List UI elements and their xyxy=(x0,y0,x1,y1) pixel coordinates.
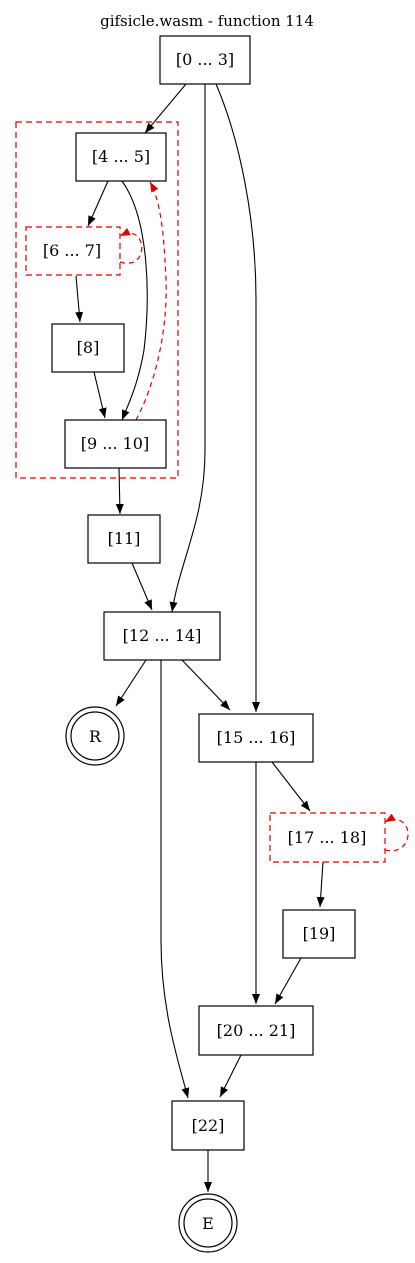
node-n6: [6 ... 7] xyxy=(25,226,121,276)
loop-cluster xyxy=(15,121,179,479)
node-n9: [9 ... 10] xyxy=(64,419,167,469)
node-label: [15 ... 16] xyxy=(217,728,296,747)
node-n8: [8] xyxy=(51,323,125,373)
node-label: [20 ... 21] xyxy=(217,1021,296,1040)
node-nE: E xyxy=(178,1193,238,1253)
node-label: [6 ... 7] xyxy=(43,241,101,260)
edge-n12-n15 xyxy=(181,659,231,711)
node-label: [11] xyxy=(108,529,141,548)
node-n20: [20 ... 21] xyxy=(198,1005,314,1056)
node-label: R xyxy=(89,727,102,746)
node-label: [9 ... 10] xyxy=(81,434,149,453)
node-label: [17 ... 18] xyxy=(288,828,367,847)
node-label: [19] xyxy=(303,924,336,943)
node-n4: [4 ... 5] xyxy=(75,132,167,182)
node-n17: [17 ... 18] xyxy=(269,812,386,863)
edge-n17-n17-loop xyxy=(384,813,409,852)
node-n22: [22] xyxy=(171,1100,245,1151)
node-label: E xyxy=(202,1214,214,1233)
node-n15: [15 ... 16] xyxy=(198,713,314,763)
edge-n4-n9 xyxy=(121,180,148,421)
node-label: [4 ... 5] xyxy=(92,147,150,166)
edge-n9-n4-loop xyxy=(135,181,167,421)
nodes: [0 ... 3] [4 ... 5] [6 ... 7] [8] [9 ...… xyxy=(25,35,386,1253)
edge-n12-n22 xyxy=(160,660,190,1099)
edge-n9-n11 xyxy=(115,467,124,515)
graph-title: gifsicle.wasm - function 114 xyxy=(100,12,314,30)
edge-n15-n17 xyxy=(271,761,311,812)
edge-n6-n6-loop xyxy=(119,227,143,264)
edge-n11-n12 xyxy=(131,562,153,611)
edge-n8-n9 xyxy=(93,371,107,419)
edges xyxy=(75,83,409,1192)
node-n19: [19] xyxy=(282,909,356,959)
edge-n19-n20 xyxy=(274,957,302,1005)
node-n11: [11] xyxy=(87,514,161,564)
edge-n0-n12 xyxy=(169,84,206,613)
edge-n6-n8 xyxy=(75,275,84,323)
node-n0: [0 ... 3] xyxy=(159,35,251,85)
node-label: [22] xyxy=(192,1116,225,1135)
node-label: [0 ... 3] xyxy=(176,50,234,69)
node-nR: R xyxy=(65,706,125,766)
edge-n0-n15 xyxy=(215,83,260,712)
edge-n20-n22 xyxy=(219,1054,242,1098)
edge-n0-n4 xyxy=(144,83,187,134)
edge-n4-n6 xyxy=(87,180,109,227)
edge-n17-n19 xyxy=(316,861,325,908)
node-n12: [12 ... 14] xyxy=(103,611,221,661)
edge-n12-nR xyxy=(115,659,147,707)
node-label: [8] xyxy=(77,338,100,357)
node-label: [12 ... 14] xyxy=(123,626,202,645)
